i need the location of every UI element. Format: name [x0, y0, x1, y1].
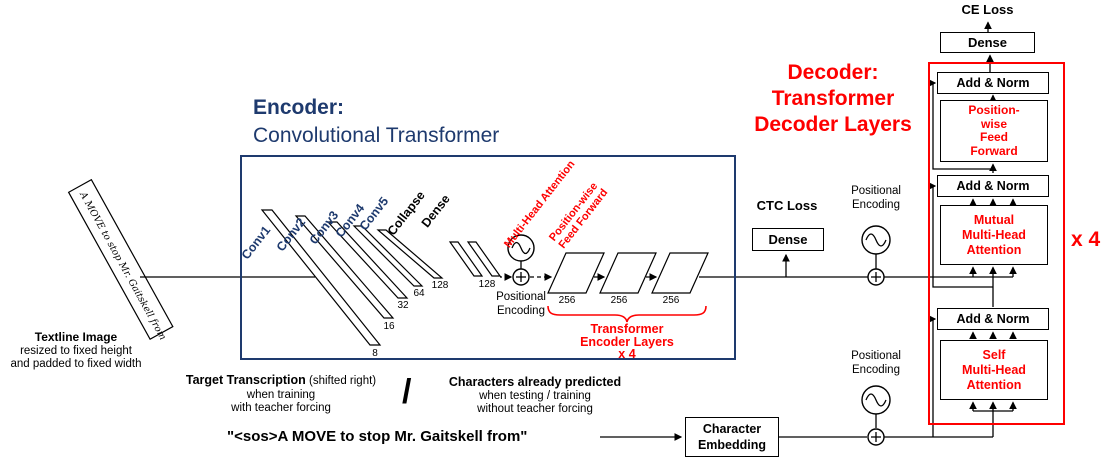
- transformer-encoder-sheets: [547, 252, 709, 294]
- mutual-attention-line2: Multi-Head: [962, 227, 1026, 242]
- collapse-slab: [448, 241, 484, 277]
- target-transcription-line2: when training: [246, 388, 316, 401]
- mutual-attention-line3: Attention: [966, 242, 1022, 257]
- encoder-layers-caption-line2: Encoder Layers: [580, 334, 674, 349]
- sine-wave-icon: [507, 234, 535, 262]
- character-embedding-line2: Embedding: [697, 438, 767, 452]
- layer-size: 256: [610, 295, 628, 306]
- conv5-slab: [376, 229, 444, 279]
- layer-size: 256: [558, 295, 576, 306]
- flow-lines: [140, 21, 1017, 441]
- self-attention-line2: Multi-Head: [962, 362, 1026, 377]
- sine-wave-icon: [861, 385, 891, 415]
- ctc-dense-box: Dense: [752, 228, 824, 251]
- encoder-layers-brace: [547, 305, 707, 323]
- positional-encoding-symbols: [507, 225, 891, 446]
- textline-caption-title: Textline Image: [34, 330, 118, 344]
- positional-encoding-label: Positional Encoding: [851, 185, 901, 211]
- encoder-layer-sheet: [599, 252, 657, 294]
- dense-slab: [466, 241, 502, 277]
- predicted-line3: without teacher forcing: [477, 403, 593, 415]
- positional-encoding-label: Positional Encoding: [496, 291, 546, 317]
- positional-encoding-label: Positional Encoding: [851, 350, 901, 376]
- conv-layer-slabs: [260, 209, 502, 346]
- target-transcription-block: Target Transcription (shifted right) whe…: [158, 373, 404, 416]
- encoder-box: [240, 155, 736, 360]
- transcription-text: "<sos>A MOVE to stop Mr. Gaitskell from": [227, 428, 528, 445]
- textline-image-strip: A MOVE to stop Mr. Gaitskell from: [67, 178, 174, 342]
- conv2-slab: [294, 215, 395, 319]
- add-norm-box: Add & Norm: [937, 72, 1049, 94]
- feature-size: 128: [431, 280, 449, 291]
- textline-caption-line2: resized to fixed height: [20, 345, 132, 357]
- encoder-layers-caption-line3: x 4: [618, 347, 636, 361]
- target-transcription-line3: with teacher forcing: [231, 402, 331, 414]
- add-norm-box: Add & Norm: [937, 175, 1049, 197]
- conv3-slab: [326, 221, 409, 299]
- encoder-title: Encoder:: [253, 96, 345, 119]
- target-transcription-title: Target Transcription (shifted right): [158, 373, 404, 389]
- textline-caption-line3: and padded to fixed width: [10, 358, 142, 370]
- predicted-block: Characters already predicted when testin…: [436, 375, 634, 417]
- self-attention-line1: Self: [982, 347, 1006, 362]
- encoder-layer-sheet: [651, 252, 709, 294]
- mutual-attention-box: Mutual Multi-Head Attention: [940, 205, 1048, 265]
- add-circle-icon: [867, 268, 885, 286]
- ce-loss-label: CE Loss: [961, 2, 1014, 17]
- decoder-title-line3: Decoder Layers: [754, 113, 912, 136]
- handwriting-text: A MOVE to stop Mr. Gaitskell from: [77, 189, 168, 342]
- encoder-layers-caption-line1: Transformer: [590, 322, 664, 336]
- feature-size: 32: [397, 300, 409, 311]
- decoder-ff-line3: Feed: [979, 130, 1008, 144]
- target-transcription-title-bold: Target Transcription: [185, 373, 306, 387]
- encoder-layer-sheet: [547, 252, 605, 294]
- mutual-attention-line1: Mutual: [973, 212, 1015, 227]
- decoder-title-line1: Decoder:: [787, 61, 879, 84]
- decoder-title: Decoder: Transformer Decoder Layers: [742, 60, 924, 138]
- predicted-line2: when testing / training: [479, 389, 591, 402]
- add-norm-box: Add & Norm: [937, 308, 1049, 330]
- layer-size: 256: [662, 295, 680, 306]
- decoder-title-line2: Transformer: [771, 87, 895, 110]
- conv4-slab: [352, 225, 424, 287]
- decoder-ff-box: Position- wise Feed Forward: [940, 100, 1048, 162]
- feature-size: 64: [413, 288, 425, 299]
- feature-size: 128: [478, 279, 496, 290]
- ctc-loss-label: CTC Loss: [756, 198, 818, 213]
- add-circle-icon: [512, 268, 530, 286]
- character-embedding-box: Character Embedding: [685, 417, 779, 457]
- conv1-slab: [260, 209, 382, 346]
- decoder-dense-box: Dense: [940, 32, 1035, 53]
- encoder-layers-caption: Transformer Encoder Layers x 4: [557, 323, 697, 361]
- target-transcription-title-suffix: (shifted right): [305, 375, 377, 387]
- self-attention-box: Self Multi-Head Attention: [940, 340, 1048, 400]
- predicted-title: Characters already predicted: [448, 375, 622, 389]
- separator-slash: /: [402, 373, 412, 411]
- decoder-ff-line1: Position-: [968, 103, 1020, 117]
- character-embedding-line1: Character: [702, 422, 762, 436]
- sine-wave-icon: [861, 225, 891, 255]
- decoder-ff-line4: Forward: [970, 143, 1018, 158]
- decoder-repeat-label: x 4: [1071, 228, 1101, 251]
- decoder-ff-line2: wise: [980, 116, 1007, 131]
- feature-size: 16: [383, 321, 395, 332]
- add-circle-icon: [867, 428, 885, 446]
- encoder-subtitle: Convolutional Transformer: [253, 124, 500, 147]
- self-attention-line3: Attention: [966, 377, 1022, 392]
- feature-size: 8: [372, 348, 378, 359]
- decoder-box: [928, 62, 1065, 425]
